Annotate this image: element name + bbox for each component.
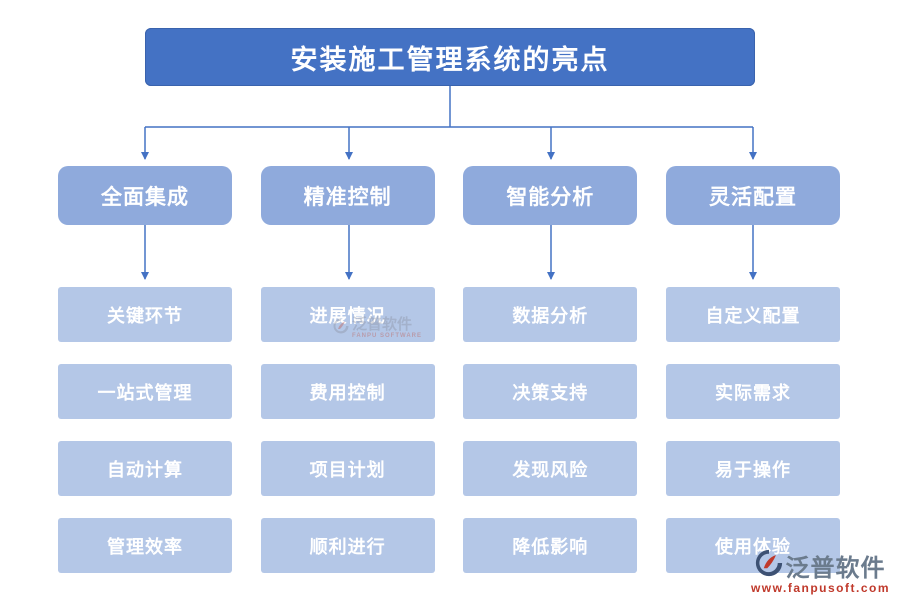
item-node: 顺利进行: [260, 518, 435, 573]
center-watermark: 泛普软件 FANPU SOFTWARE: [333, 317, 422, 339]
brand-logo: 泛普软件 www.fanpusoft.com: [751, 548, 890, 595]
item-node: 项目计划: [260, 441, 435, 496]
item-node: 使用体验: [665, 518, 840, 573]
item-node: 数据分析: [463, 287, 638, 342]
diagram-title: 安装施工管理系统的亮点: [145, 28, 755, 86]
fanpu-logo-icon: [755, 549, 783, 582]
item-node: 发现风险: [463, 441, 638, 496]
watermark-brand-text: 泛普软件: [352, 316, 413, 333]
column-header: 灵活配置: [665, 166, 840, 225]
item-node: 易于操作: [665, 441, 840, 496]
item-node: 费用控制: [260, 364, 435, 419]
column-configuration: 灵活配置 自定义配置 实际需求 易于操作 使用体验: [665, 166, 840, 573]
item-node: 管理效率: [58, 518, 232, 573]
item-node: 一站式管理: [58, 364, 232, 419]
column-header: 全面集成: [58, 166, 232, 225]
item-node: 进展情况: [260, 287, 435, 342]
item-node: 自定义配置: [665, 287, 840, 342]
brand-website: www.fanpusoft.com: [750, 581, 890, 595]
column-header: 智能分析: [463, 166, 638, 225]
item-node: 实际需求: [665, 364, 840, 419]
item-node: 关键环节: [58, 287, 232, 342]
item-node: 自动计算: [58, 441, 232, 496]
brand-name: 泛普软件: [785, 555, 886, 582]
item-node: 降低影响: [463, 518, 638, 573]
fanpu-logo-icon: [333, 318, 349, 339]
item-node: 决策支持: [463, 364, 638, 419]
column-analysis: 智能分析 数据分析 决策支持 发现风险 降低影响: [463, 166, 638, 573]
column-integration: 全面集成 关键环节 一站式管理 自动计算 管理效率: [58, 166, 232, 573]
column-control: 精准控制 进展情况 费用控制 项目计划 顺利进行: [260, 166, 435, 573]
watermark-brand-subtext: FANPU SOFTWARE: [352, 333, 423, 339]
column-header: 精准控制: [260, 166, 435, 225]
columns-container: 全面集成 关键环节 一站式管理 自动计算 管理效率 精准控制 进展情况 费用控制…: [58, 166, 840, 573]
